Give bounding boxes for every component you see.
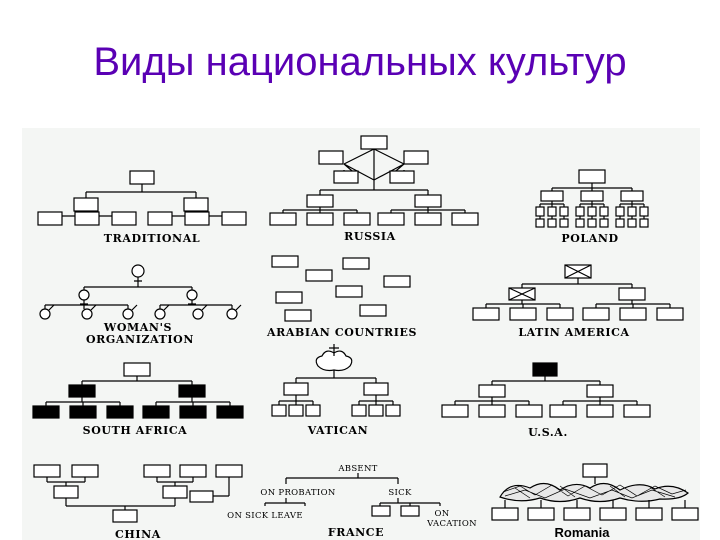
russia-chart [269,135,479,226]
france-sick: SICK [388,488,412,498]
label-china: CHINA [115,528,161,540]
label-traditional: TRADITIONAL [104,232,200,245]
womans-organization-chart [39,264,242,320]
label-poland: POLAND [561,232,618,245]
france-absent: ABSENT [337,464,377,474]
label-latin-america: LATIN AMERICA [518,326,629,339]
romania-chart [491,463,699,521]
south-africa-chart [32,362,244,419]
slide-title: Виды национальных культур [93,40,627,84]
label-romania: Romania [555,525,611,540]
label-womans-org-line1: WOMAN'S [103,321,172,334]
label-womans-org-line2: ORGANIZATION [86,333,194,346]
france-on-sick-leave: ON SICK LEAVE [227,511,303,521]
france-on-vacation-line2: VACATION [426,519,477,529]
label-usa: U.S.A. [528,426,568,439]
label-vatican: VATICAN [307,424,369,437]
label-south-africa: SOUTH AFRICA [83,424,188,437]
poland-chart [535,169,649,228]
label-france: FRANCE [328,526,384,539]
france-on-probation: ON PROBATION [260,488,335,498]
label-arabian-countries: ARABIAN COUNTRIES [266,326,417,339]
latin-america-chart [472,264,684,321]
france-on-vacation-line1: ON [434,509,449,519]
vatican-chart [271,344,401,417]
usa-chart [441,362,651,418]
traditional-chart [37,170,247,226]
china-chart [33,464,243,523]
france-chart [264,473,441,517]
label-russia: RUSSIA [344,230,396,243]
arabian-countries-chart [271,255,411,322]
